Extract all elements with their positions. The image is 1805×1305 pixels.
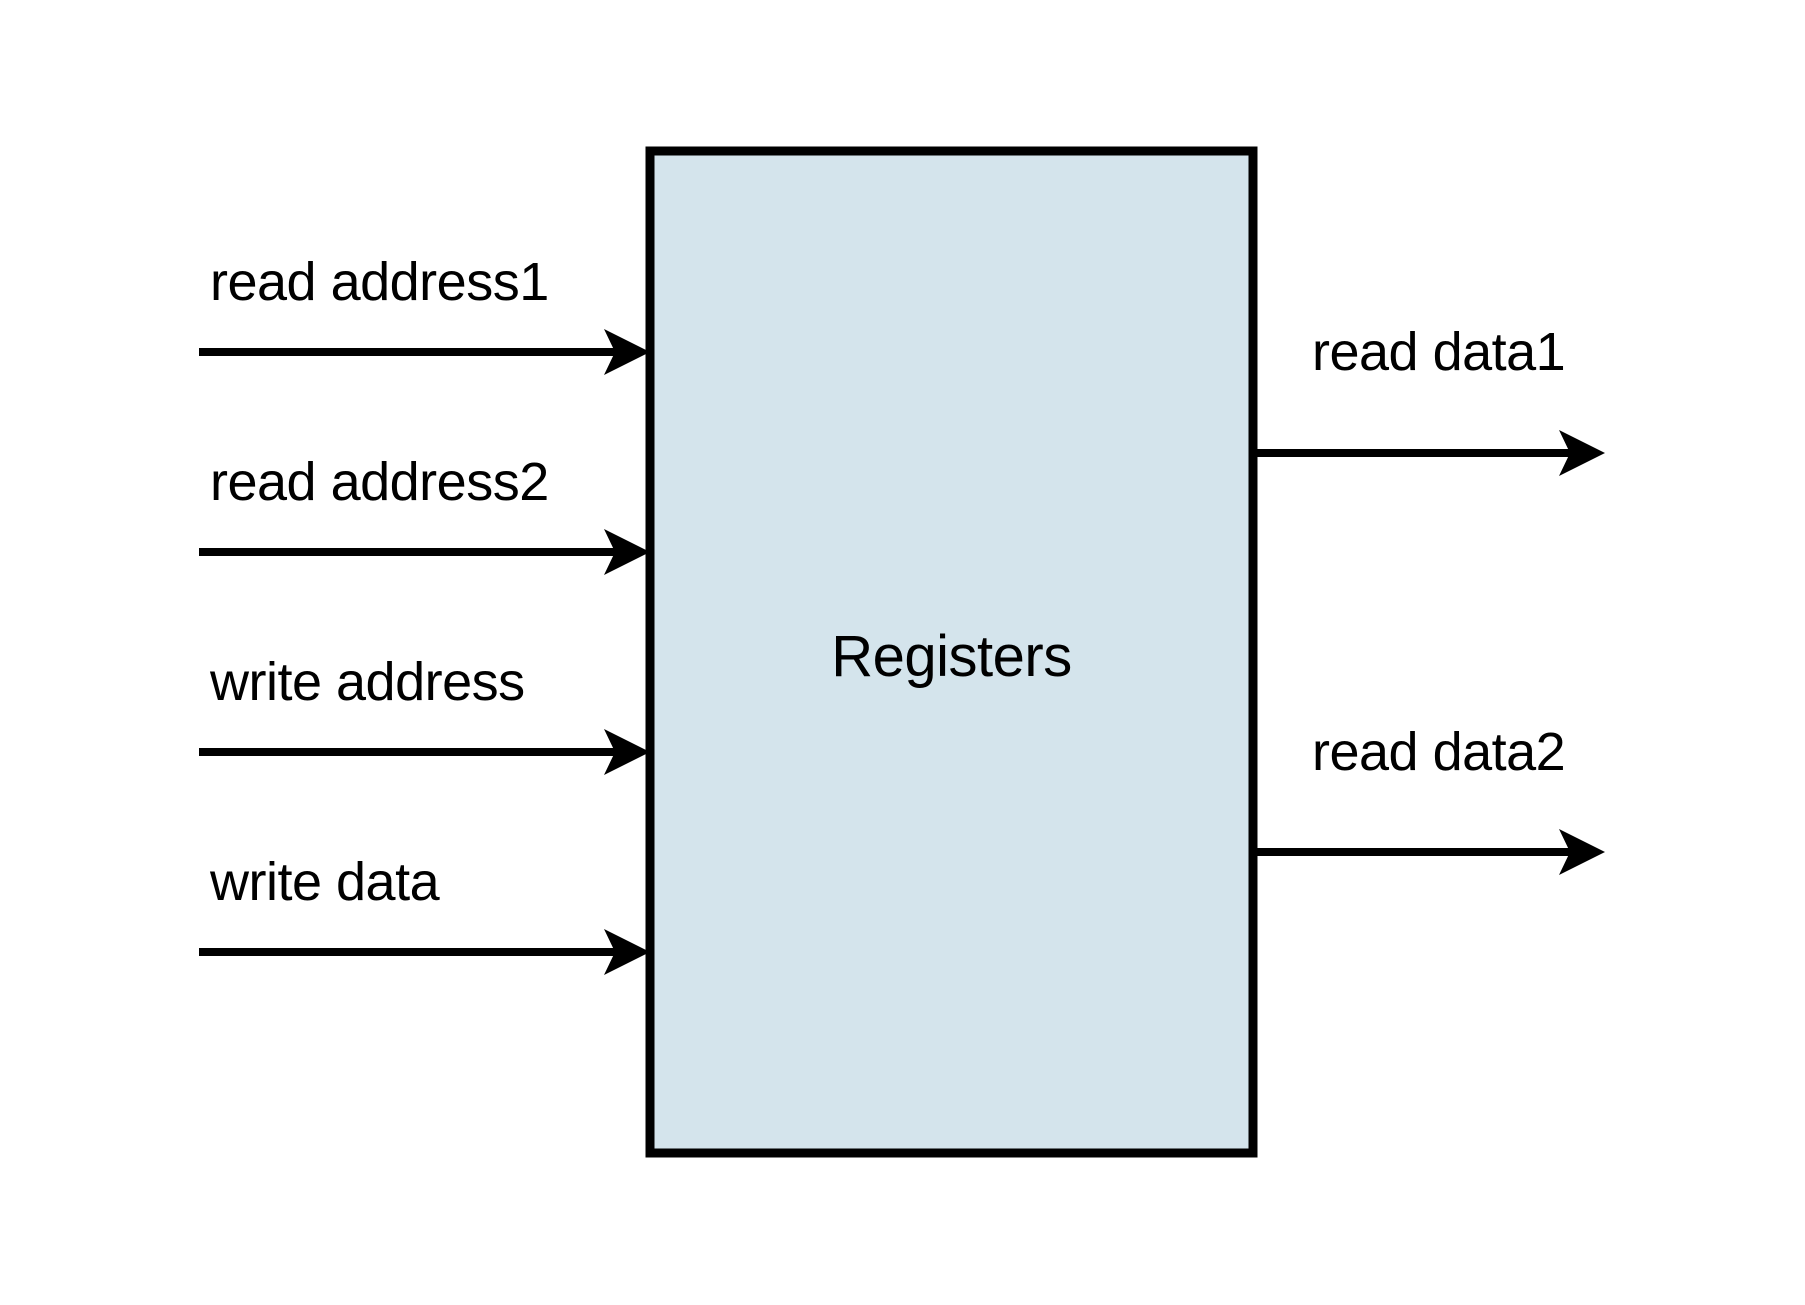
output-read-data1-label: read data1 xyxy=(1312,322,1565,382)
output-read-data2-arrow-icon xyxy=(1559,829,1605,875)
registers-block-label: Registers xyxy=(831,624,1071,689)
input-read-address2-arrow-icon xyxy=(604,529,650,575)
input-read-address1-label: read address1 xyxy=(210,252,549,312)
input-read-address1-arrow-icon xyxy=(604,329,650,375)
output-read-data1-arrow-icon xyxy=(1559,430,1605,476)
input-write-data-label: write data xyxy=(209,852,441,912)
output-read-data2-label: read data2 xyxy=(1312,722,1565,782)
registers-block[interactable] xyxy=(645,146,1258,1158)
input-write-data-arrow-icon xyxy=(604,929,650,975)
input-signals-group: read address1 read address2 write address w… xyxy=(199,252,650,975)
input-read-address2-label: read address2 xyxy=(210,452,549,512)
input-write-address-arrow-icon xyxy=(604,729,650,775)
output-signals-group: read data1 read data2 xyxy=(1253,322,1605,875)
input-write-address-label: write address xyxy=(209,652,525,712)
